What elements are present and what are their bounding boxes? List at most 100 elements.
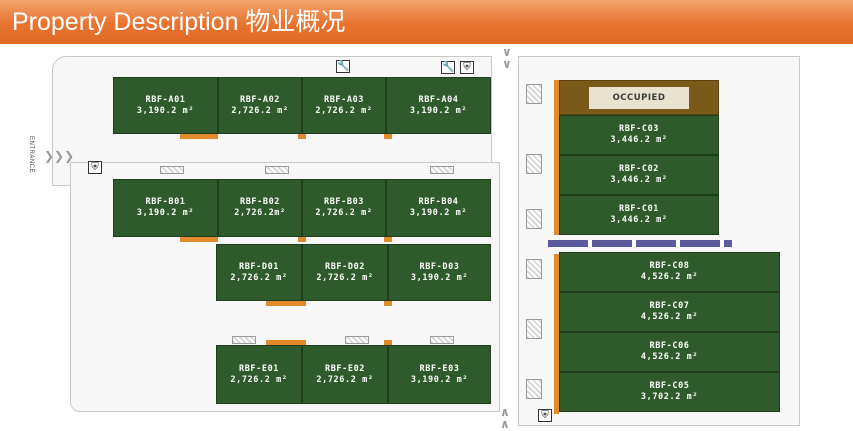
unit-area: 3,190.2 m² bbox=[410, 272, 469, 283]
unit-rbf-c06[interactable]: RBF-C06 4,526.2 m² bbox=[559, 332, 780, 372]
unit-rbf-a01[interactable]: RBF-A01 3,190.2 m² bbox=[113, 77, 218, 134]
unit-rbf-a03[interactable]: RBF-A03 2,726.2 m² bbox=[302, 77, 386, 134]
unit-rbf-d02[interactable]: RBF-D02 2,726.2 m² bbox=[302, 244, 388, 301]
unit-rbf-c08[interactable]: RBF-C08 4,526.2 m² bbox=[559, 252, 780, 292]
unit-name: RBF-D01 bbox=[238, 261, 280, 272]
parking-bay bbox=[265, 166, 289, 174]
parking-bay bbox=[430, 336, 454, 344]
unit-area: 3,190.2 m² bbox=[409, 208, 468, 218]
unit-name: RBF-C03 bbox=[618, 124, 660, 134]
unit-area: 2,726.2 m² bbox=[230, 374, 288, 385]
unit-name: RBF-C05 bbox=[649, 381, 690, 391]
unit-area: 4,526.2 m² bbox=[640, 272, 699, 282]
unit-rbf-c05[interactable]: RBF-C05 3,702.2 m² bbox=[559, 372, 780, 412]
unit-name: RBF-C06 bbox=[649, 341, 690, 351]
unit-rbf-b04[interactable]: RBF-B04 3,190.2 m² bbox=[386, 179, 491, 237]
unit-area: 3,446.2 m² bbox=[610, 215, 668, 225]
loading-dock bbox=[266, 301, 306, 306]
unit-name: RBF-C08 bbox=[649, 261, 690, 271]
unit-area: 2,726.2 m² bbox=[315, 208, 373, 218]
chevron-right-icon: ❯❯❯ bbox=[44, 149, 75, 163]
site-plan: RBF-A01 3,190.2 m² RBF-A02 2,726.2 m² RB… bbox=[0, 44, 853, 431]
loading-dock bbox=[384, 340, 392, 345]
loading-dock bbox=[554, 80, 559, 235]
unit-rbf-c07[interactable]: RBF-C07 4,526.2 m² bbox=[559, 292, 780, 332]
unit-area: 2,726.2m² bbox=[234, 208, 286, 218]
link-corridor bbox=[548, 240, 732, 247]
unit-name: RBF-A01 bbox=[145, 94, 186, 105]
chevron-up-icon: ∧∧ bbox=[500, 405, 510, 431]
loading-dock bbox=[384, 237, 392, 242]
shield-icon: ⛨ bbox=[538, 409, 552, 422]
unit-area: 3,446.2 m² bbox=[610, 135, 668, 145]
loading-dock bbox=[180, 237, 218, 242]
loading-dock bbox=[298, 237, 306, 242]
wrench-icon: 🔧 bbox=[441, 61, 455, 74]
unit-area: 3,190.2 m² bbox=[136, 105, 195, 116]
parking-bay bbox=[160, 166, 184, 174]
unit-name: RBF-B04 bbox=[418, 197, 459, 207]
unit-area: 2,726.2 m² bbox=[230, 272, 288, 283]
unit-area: 2,726.2 m² bbox=[316, 374, 374, 385]
parking-bay bbox=[232, 336, 256, 344]
unit-rbf-c02[interactable]: RBF-C02 3,446.2 m² bbox=[559, 155, 719, 195]
unit-rbf-b02[interactable]: RBF-B02 2,726.2m² bbox=[218, 179, 302, 237]
shield-icon: ⛨ bbox=[88, 161, 102, 174]
unit-name: RBF-C07 bbox=[649, 301, 690, 311]
parking-bay bbox=[526, 379, 542, 399]
unit-rbf-b01[interactable]: RBF-B01 3,190.2 m² bbox=[113, 179, 218, 237]
unit-name: RBF-A02 bbox=[239, 94, 281, 105]
unit-name: RBF-E02 bbox=[324, 363, 366, 374]
unit-name: RBF-E01 bbox=[238, 363, 280, 374]
unit-area: 3,190.2 m² bbox=[409, 105, 468, 116]
parking-bay bbox=[430, 166, 454, 174]
unit-rbf-d01[interactable]: RBF-D01 2,726.2 m² bbox=[216, 244, 302, 301]
unit-rbf-c03[interactable]: RBF-C03 3,446.2 m² bbox=[559, 115, 719, 155]
loading-dock bbox=[298, 134, 306, 139]
unit-name: RBF-A04 bbox=[418, 94, 459, 105]
unit-area: 3,702.2 m² bbox=[640, 392, 699, 402]
parking-bay bbox=[526, 209, 542, 229]
unit-area: 2,726.2 m² bbox=[316, 272, 374, 283]
occupied-unit: OCCUPIED bbox=[559, 80, 719, 115]
unit-rbf-e03[interactable]: RBF-E03 3,190.2 m² bbox=[388, 345, 491, 404]
parking-bay bbox=[345, 336, 369, 344]
occupied-label: OCCUPIED bbox=[589, 87, 689, 109]
unit-area: 3,190.2 m² bbox=[410, 374, 469, 385]
unit-area: 3,446.2 m² bbox=[610, 175, 668, 185]
shield-icon: ⛨ bbox=[460, 61, 474, 74]
unit-area: 2,726.2 m² bbox=[231, 105, 289, 116]
unit-rbf-e02[interactable]: RBF-E02 2,726.2 m² bbox=[302, 345, 388, 404]
loading-dock bbox=[384, 301, 392, 306]
unit-area: 2,726.2 m² bbox=[315, 105, 373, 116]
unit-rbf-e01[interactable]: RBF-E01 2,726.2 m² bbox=[216, 345, 302, 404]
wrench-icon: 🔧 bbox=[336, 60, 350, 73]
unit-rbf-a04[interactable]: RBF-A04 3,190.2 m² bbox=[386, 77, 491, 134]
unit-rbf-d03[interactable]: RBF-D03 3,190.2 m² bbox=[388, 244, 491, 301]
unit-area: 4,526.2 m² bbox=[640, 312, 699, 322]
unit-name: RBF-C02 bbox=[618, 164, 660, 174]
page-header: Property Description 物业概况 bbox=[0, 0, 853, 44]
unit-name: RBF-A03 bbox=[323, 94, 365, 105]
unit-rbf-b03[interactable]: RBF-B03 2,726.2 m² bbox=[302, 179, 386, 237]
unit-name: RBF-E03 bbox=[419, 363, 460, 374]
loading-dock bbox=[554, 254, 559, 414]
parking-bay bbox=[526, 154, 542, 174]
unit-rbf-a02[interactable]: RBF-A02 2,726.2 m² bbox=[218, 77, 302, 134]
parking-bay bbox=[526, 84, 542, 104]
parking-bay bbox=[526, 319, 542, 339]
chevron-down-icon: ∨∨ bbox=[502, 45, 512, 71]
parking-bay bbox=[526, 259, 542, 279]
unit-area: 4,526.2 m² bbox=[640, 352, 699, 362]
loading-dock bbox=[266, 340, 306, 345]
unit-name: RBF-B01 bbox=[145, 197, 186, 207]
loading-dock bbox=[180, 134, 218, 139]
unit-name: RBF-B02 bbox=[239, 197, 281, 207]
unit-name: RBF-C01 bbox=[618, 204, 660, 214]
unit-name: RBF-B03 bbox=[323, 197, 365, 207]
unit-area: 3,190.2 m² bbox=[136, 208, 195, 218]
entrance-label: ENTRANCE bbox=[28, 136, 34, 174]
page-title: Property Description 物业概况 bbox=[12, 8, 346, 36]
unit-name: RBF-D02 bbox=[324, 261, 366, 272]
unit-rbf-c01[interactable]: RBF-C01 3,446.2 m² bbox=[559, 195, 719, 235]
